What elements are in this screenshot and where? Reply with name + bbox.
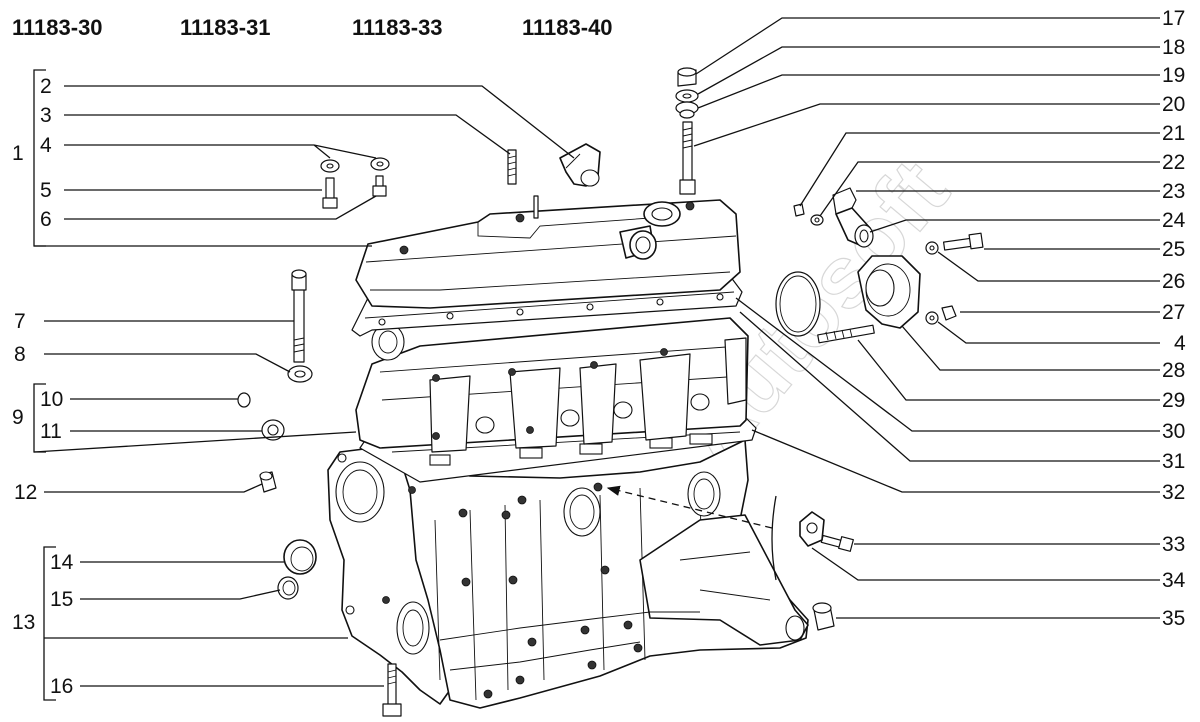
callout-label: 28	[1162, 359, 1185, 382]
install-arrow-arc	[771, 495, 777, 581]
cylinder-head	[355, 317, 749, 453]
callout-label: 22	[1162, 151, 1185, 174]
callout-label: 21	[1162, 122, 1185, 145]
callout-label: 32	[1162, 481, 1185, 504]
callout-label: 20	[1162, 93, 1185, 116]
callouts-left: 2 3 4 5 6 7 8 10 11 12 14 15 16 1 9 13	[12, 75, 74, 698]
callout-label: 24	[1162, 209, 1186, 232]
callout-label: 10	[40, 388, 63, 411]
callout-label: 19	[1162, 64, 1185, 87]
leader-lines-left	[33, 69, 575, 701]
callout-label: 29	[1162, 389, 1185, 412]
group-label: 1	[12, 142, 24, 165]
group-label: 13	[12, 611, 35, 634]
install-arrow	[606, 485, 773, 529]
model-label: 11183-30	[12, 15, 103, 40]
callouts-right: 17 18 19 20 21 22 23 24 25 26 27 4 28 29…	[1162, 7, 1186, 630]
callout-label: 33	[1162, 533, 1185, 556]
callout-label: 34	[1162, 569, 1186, 592]
callout-label: 11	[40, 420, 62, 443]
callout-label: 26	[1162, 270, 1185, 293]
callout-label: 3	[40, 104, 52, 127]
small-parts-left	[237, 143, 601, 717]
callout-label: 2	[40, 75, 52, 98]
callout-label: 35	[1162, 607, 1185, 630]
callout-label: 12	[14, 481, 37, 504]
callout-label: 18	[1162, 36, 1185, 59]
model-label: 11183-33	[352, 15, 443, 40]
cylinder-block	[327, 439, 809, 709]
callout-label: 27	[1162, 301, 1185, 324]
callout-label: 8	[14, 343, 26, 366]
callout-label: 6	[40, 208, 52, 231]
callout-label: 30	[1162, 420, 1185, 443]
callout-label: 16	[50, 675, 73, 698]
small-parts-right	[675, 67, 984, 631]
callout-label: 25	[1162, 238, 1185, 261]
callout-label: 7	[14, 310, 26, 333]
callout-label: 23	[1162, 180, 1185, 203]
callout-label: 14	[50, 551, 74, 574]
callout-label: 15	[50, 588, 73, 611]
leader-lines-right	[693, 17, 1160, 619]
callout-label: 4	[1174, 332, 1186, 355]
callout-label: 17	[1162, 7, 1185, 30]
callout-label: 31	[1162, 450, 1185, 473]
model-header: 11183-30 11183-31 11183-33 11183-40	[12, 15, 613, 40]
callout-label: 4	[40, 134, 52, 157]
callout-label: 5	[40, 179, 52, 202]
model-label: 11183-31	[180, 15, 271, 40]
model-label: 11183-40	[522, 15, 613, 40]
group-label: 9	[12, 406, 24, 429]
valve-cover	[355, 195, 741, 309]
